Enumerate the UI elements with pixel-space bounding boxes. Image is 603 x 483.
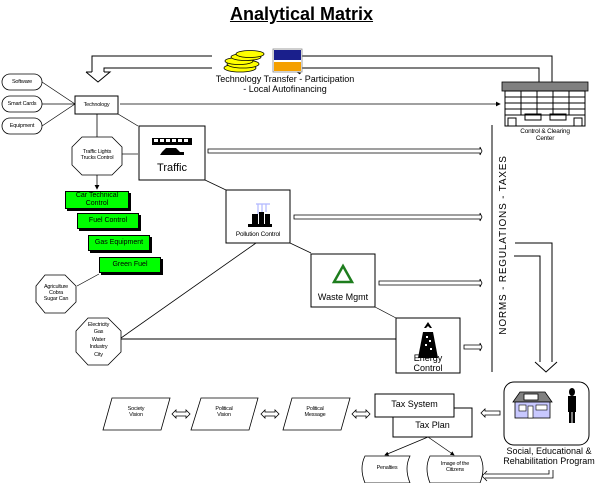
diagram-title: Analytical Matrix [229,4,374,24]
political-message-shape [282,397,351,431]
agriculture-label: Agriculture Cobra Sugar Can [36,284,76,302]
policy-double-arrows [171,409,371,419]
social-to-outputs-arrow [481,470,554,482]
social-to-tax-arrow [480,408,501,418]
coins-icon [223,50,265,73]
green-fuel-item: Green Fuel [99,257,161,273]
social-label-line2: Rehabilitation Program [503,455,595,466]
module-to-norms-arrows [207,146,483,352]
utilities-line: Industry [89,344,108,351]
funding-label-line1: Technology Transfer - Participation [215,74,355,84]
norms-to-social-arrow [514,242,558,373]
utilities-line: Electricity [87,322,110,328]
agriculture-line: Agriculture [43,284,69,290]
control-center-label-line2: Center [535,135,555,143]
funding-return-arrow [85,49,553,83]
utilities-line: Water [91,336,106,343]
equipment-label: Equipment [9,123,35,129]
agriculture-node [35,274,77,314]
green-item-line1: Car Technical [75,192,119,200]
visa-card-icon [272,48,303,73]
green-item-line2: Control [85,200,109,207]
political-vision-label: Political Vision [196,406,252,418]
traffic-vehicles-icon [152,138,192,155]
penalties-label: Penalties [376,465,398,471]
traffic-lights-node [71,136,123,176]
utilities-line: Gas [93,329,104,336]
funding-label: Technology Transfer - Participation - Lo… [195,74,375,95]
recycle-icon [331,263,355,284]
policy-label-line1: Political [215,406,233,412]
smart-cards-label: Smart Cards [7,101,37,107]
green-item-line1: Fuel Control [88,217,128,225]
waste-mgmt-label: Waste Mgmt [317,292,369,302]
house-icon [512,391,553,419]
control-center-label-line1: Control & Clearing [520,128,570,135]
citizens-label-line2: Citizens [446,467,464,474]
control-center-label: Control & Clearing Center [500,128,590,142]
green-item-line1: Gas Equipment [94,239,144,247]
agriculture-line: Cobra [49,290,63,297]
oil-derrick-icon [418,322,438,358]
factory-icon [248,203,272,227]
policy-label-line2: Vision [129,412,143,419]
utilities-line: City [94,351,103,358]
agriculture-line: Sugar Can [43,296,69,303]
gas-equipment-item: Gas Equipment [88,235,150,251]
tax-system-box [374,393,455,418]
tax-plan-label: Tax Plan [415,420,450,430]
waste-mgmt-box [310,253,376,308]
political-vision-shape [190,397,259,431]
building-icon [501,81,589,127]
political-message-label: Political Message [287,406,343,418]
policy-label-line2: Message [304,412,326,419]
image-of-citizens-shape [426,455,484,483]
fuel-control-item: Fuel Control [77,213,139,229]
penalties-shape [361,455,411,483]
citizens-label-line1: Image of the [440,461,470,467]
software-label: Software [11,79,33,85]
traffic-lights-label: Traffic Lights Trucks Control [72,149,122,161]
traffic-lights-label-line1: Traffic Lights [82,149,112,155]
technology-label: Technology [83,102,110,108]
traffic-lights-label-line2: Trucks Control [80,155,114,162]
utilities-label: Electricity Gas Water Industry City [76,322,121,359]
traffic-label: Traffic [157,162,187,174]
utilities-node [75,317,122,366]
tax-system-label: Tax System [391,399,438,409]
policy-label-line2: Vision [217,412,231,419]
person-icon [568,388,576,423]
norms-regulations-taxes-label: NORMS - REGULATIONS - TAXES [498,155,509,335]
pollution-control-label: Pollution Control [235,231,281,238]
social-program-label: Social, Educational & Rehabilitation Pro… [495,446,603,467]
policy-label-line1: Political [306,406,324,412]
society-vision-label: Society Vision [108,406,164,418]
image-of-citizens-label: Image of the Citizens [428,461,482,473]
policy-label-line1: Society [127,406,145,412]
energy-label-line1: Energy [413,353,443,363]
energy-label-line2: Control [413,363,443,373]
social-label-line1: Social, Educational & [506,446,592,456]
funding-label-line2: - Local Autofinancing [243,83,327,94]
society-vision-shape [102,397,171,431]
technology-box [74,95,119,115]
energy-control-label: Energy Control [396,353,460,373]
green-item-line1: Green Fuel [112,261,148,269]
